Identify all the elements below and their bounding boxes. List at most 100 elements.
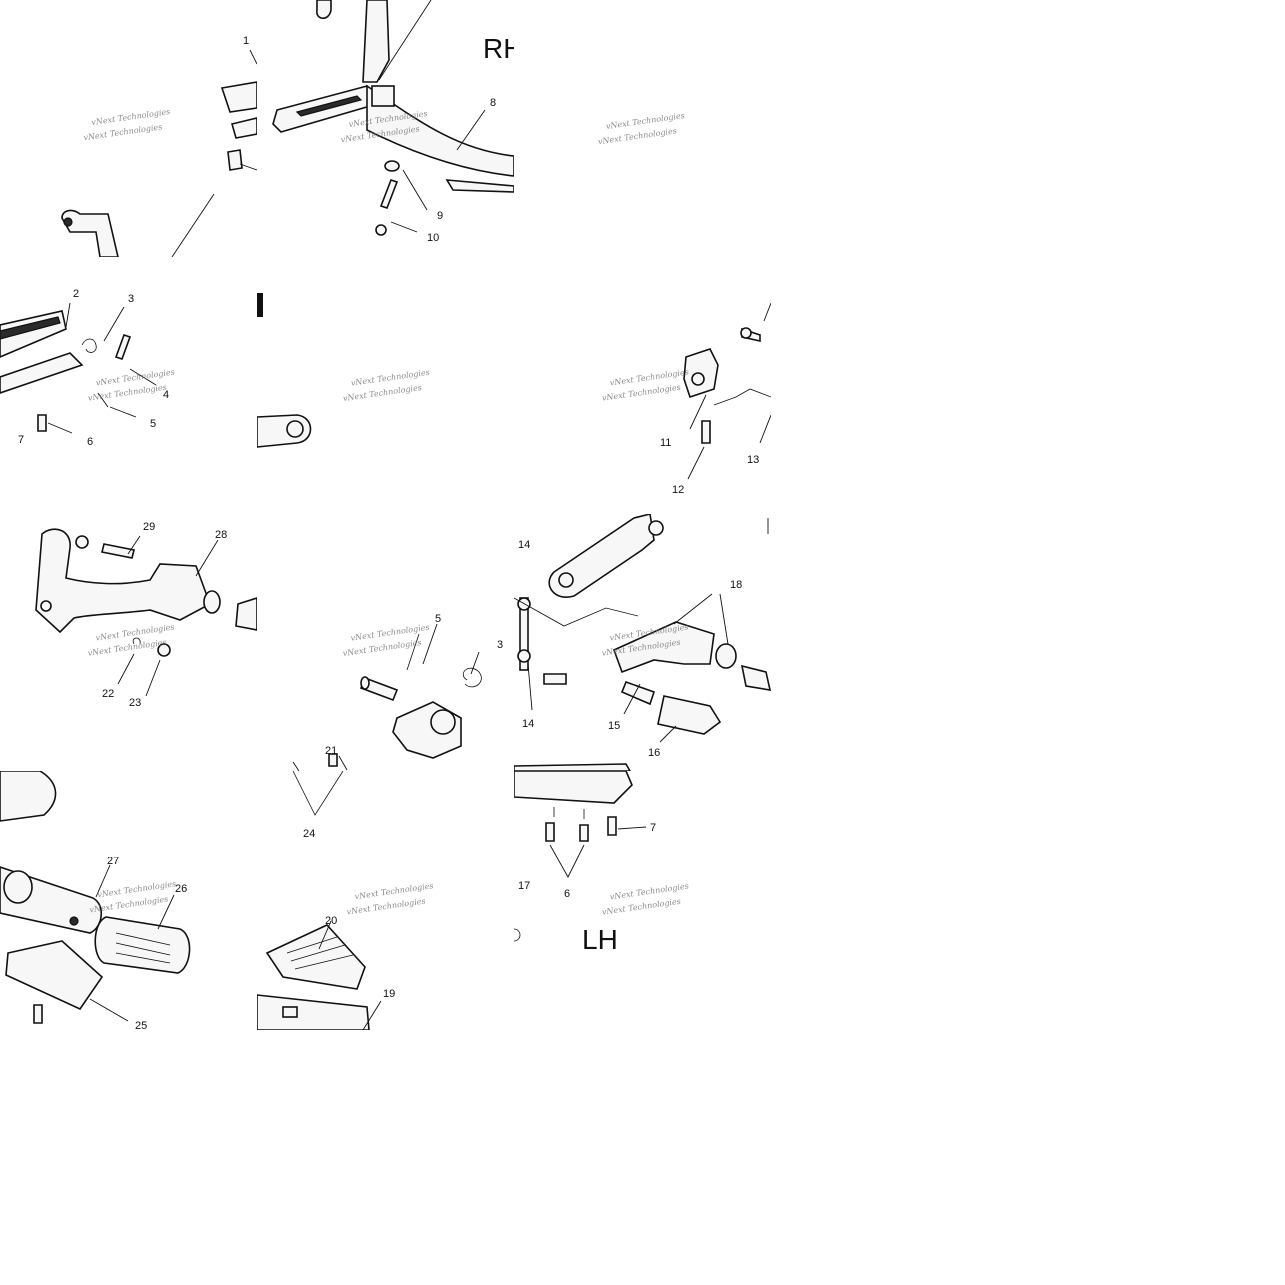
- lever-pin: [620, 680, 656, 706]
- leader-line: [719, 593, 729, 645]
- clevis-hole: [40, 600, 52, 612]
- pivot-bolt: [227, 149, 243, 171]
- leader-line: [195, 539, 219, 577]
- pin-end: [360, 676, 370, 690]
- callout-29: 29: [143, 521, 155, 533]
- e-clip: [132, 637, 141, 645]
- bolt-head: [375, 224, 387, 236]
- leader-line: [127, 535, 141, 555]
- callout-19: 19: [383, 988, 395, 1000]
- side-letter-fragment: [257, 293, 263, 317]
- leader-line: [362, 1000, 382, 1030]
- leader-line: [145, 659, 161, 697]
- leader-line: [338, 755, 348, 771]
- bracket-top: [316, 0, 332, 20]
- leader-line: [249, 49, 257, 65]
- leader-line: [103, 306, 125, 342]
- callout-26: 26: [175, 883, 187, 895]
- footpeg-end: [3, 870, 33, 904]
- bracket-column: [362, 0, 390, 83]
- tile-blank-watermark: vNext Technologies vNext Technologies: [514, 0, 771, 257]
- rubber-ribs: [286, 936, 354, 970]
- leader-line: [292, 761, 300, 771]
- centerline: [514, 597, 639, 627]
- shift-peg-rubber: [657, 695, 722, 735]
- callout-15: 15: [608, 720, 620, 732]
- callout-21: 21: [325, 745, 337, 757]
- leader-line: [659, 725, 677, 743]
- callout-28: 28: [215, 529, 227, 541]
- leader-line: [65, 302, 71, 328]
- callout-8: 8: [490, 97, 496, 109]
- arm-pivot: [648, 520, 664, 536]
- watermark: vNext Technologies vNext Technologies: [346, 881, 434, 916]
- callout-7: 7: [650, 822, 656, 834]
- rod-end-lower: [517, 649, 531, 663]
- callout-12: 12: [672, 484, 684, 496]
- tile-shift-pivot: 11 12 13 vNext Technologies vNext Techno…: [514, 257, 771, 514]
- callout-7: 7: [18, 434, 24, 446]
- screw: [33, 1004, 43, 1024]
- tile-lh-pivot-hardware: 5 3 21 vNext Technologies vNext Technolo…: [257, 514, 514, 771]
- callout-14: 14: [518, 539, 530, 551]
- bolt: [545, 822, 555, 842]
- callout-22: 22: [102, 688, 114, 700]
- footpeg-plate: [231, 117, 257, 139]
- bolt: [701, 420, 711, 444]
- leader-line: [95, 864, 111, 898]
- screw: [328, 753, 338, 767]
- tile-lh-fragment: vNext Technologies vNext Technologies: [257, 257, 514, 514]
- callout-27: 27: [107, 857, 119, 867]
- leader-line: [689, 394, 707, 430]
- leader-line: [129, 368, 157, 386]
- callout-4: 4: [163, 389, 169, 401]
- tile-shift-lever: 14 18 14 15 16 vNext Technologies vNext …: [514, 514, 771, 771]
- nut: [384, 160, 400, 172]
- bracket-arm: [61, 209, 119, 257]
- watermark: vNext Technologies vNext Technologies: [342, 623, 430, 658]
- mount-block: [282, 1006, 298, 1018]
- leader-line: [623, 683, 641, 715]
- watermark: vNext Technologies vNext Technologies: [342, 368, 430, 403]
- callout-3: 3: [497, 639, 503, 651]
- callout-13: 13: [747, 454, 759, 466]
- callout-1: 1: [243, 35, 249, 47]
- return-spring: [462, 667, 482, 688]
- leader-line: [47, 422, 73, 434]
- callout-18: 18: [730, 579, 742, 591]
- o-ring: [715, 643, 737, 669]
- pin: [114, 333, 132, 361]
- footpeg-hole: [69, 916, 79, 926]
- pivot-bolt: [607, 816, 617, 836]
- brake-arm-end: [0, 771, 57, 822]
- leader-line: [318, 920, 332, 950]
- washer: [157, 643, 171, 657]
- part-fragment: [514, 928, 521, 942]
- leader-line: [422, 623, 438, 665]
- leader-line: [759, 414, 771, 444]
- heel-guard-lower: [445, 179, 514, 193]
- footpeg-rubber: [94, 916, 191, 974]
- watermark: vNext Technologies vNext Technologies: [601, 881, 689, 916]
- leader-line: [390, 221, 418, 233]
- linkage-hole: [286, 420, 304, 438]
- footpeg-rubber: [220, 81, 257, 113]
- footpeg-bracket: [0, 352, 84, 394]
- leader-line: [171, 193, 215, 257]
- footpeg-rubber: [0, 316, 61, 340]
- footrest-base: [257, 994, 370, 1030]
- leader-line: [470, 651, 480, 675]
- bolt: [379, 178, 399, 210]
- bolt: [37, 414, 47, 432]
- callout-16: 16: [648, 747, 660, 759]
- footpeg-plate-edge: [514, 763, 631, 771]
- leader-line: [89, 998, 129, 1022]
- leader-line: [402, 169, 428, 211]
- bolt: [543, 673, 567, 685]
- cotter-pin: [406, 633, 420, 671]
- callout-6: 6: [87, 436, 93, 448]
- callout-9: 9: [437, 210, 443, 222]
- pivot-hole: [691, 372, 705, 386]
- tile-rh-footpeg-hardware: 2 3 4 5 6 7 vNext Technologies vNext Tec…: [0, 257, 257, 514]
